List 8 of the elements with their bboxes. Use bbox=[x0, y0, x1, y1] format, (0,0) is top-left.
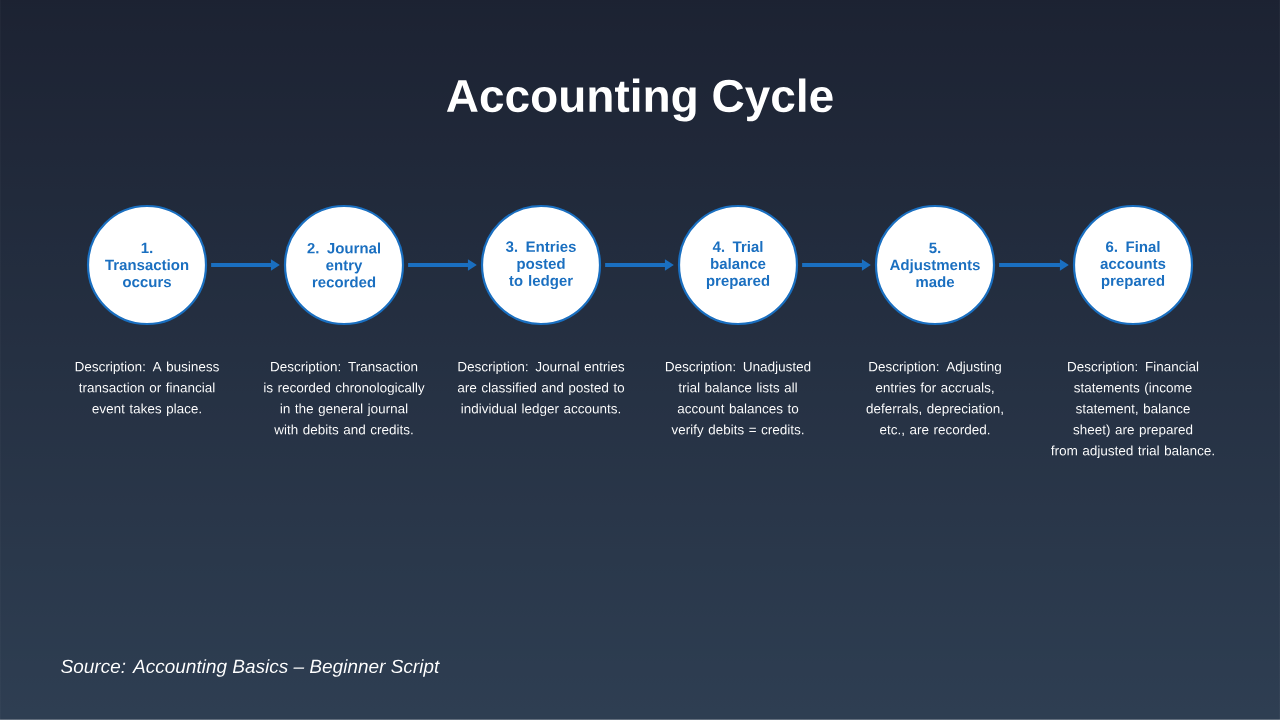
description-text: Description: A business transaction or financial event takes place. bbox=[75, 361, 219, 417]
description-text: Description: Transaction is recorded chronologically in the general journal with debits and credits. bbox=[264, 361, 425, 435]
description-text: Description: Financial statements (income statement, balance sheet) are prepared from adjusted trial balance. bbox=[1051, 361, 1214, 459]
description-text: Description: Journal entries are classified and posted to individual ledger accounts. bbox=[457, 361, 625, 417]
description-text: Description: Unadjusted trial balance lists all account balances to verify debits = credits. bbox=[665, 361, 811, 438]
title: Accounting Cycle bbox=[446, 78, 833, 122]
source-note: Source: Accounting Basics – Beginner Script bbox=[61, 659, 440, 677]
description-text: Description: Adjusting entries for accruals, deferrals, depreciation, etc., are recorded. bbox=[866, 361, 1003, 437]
